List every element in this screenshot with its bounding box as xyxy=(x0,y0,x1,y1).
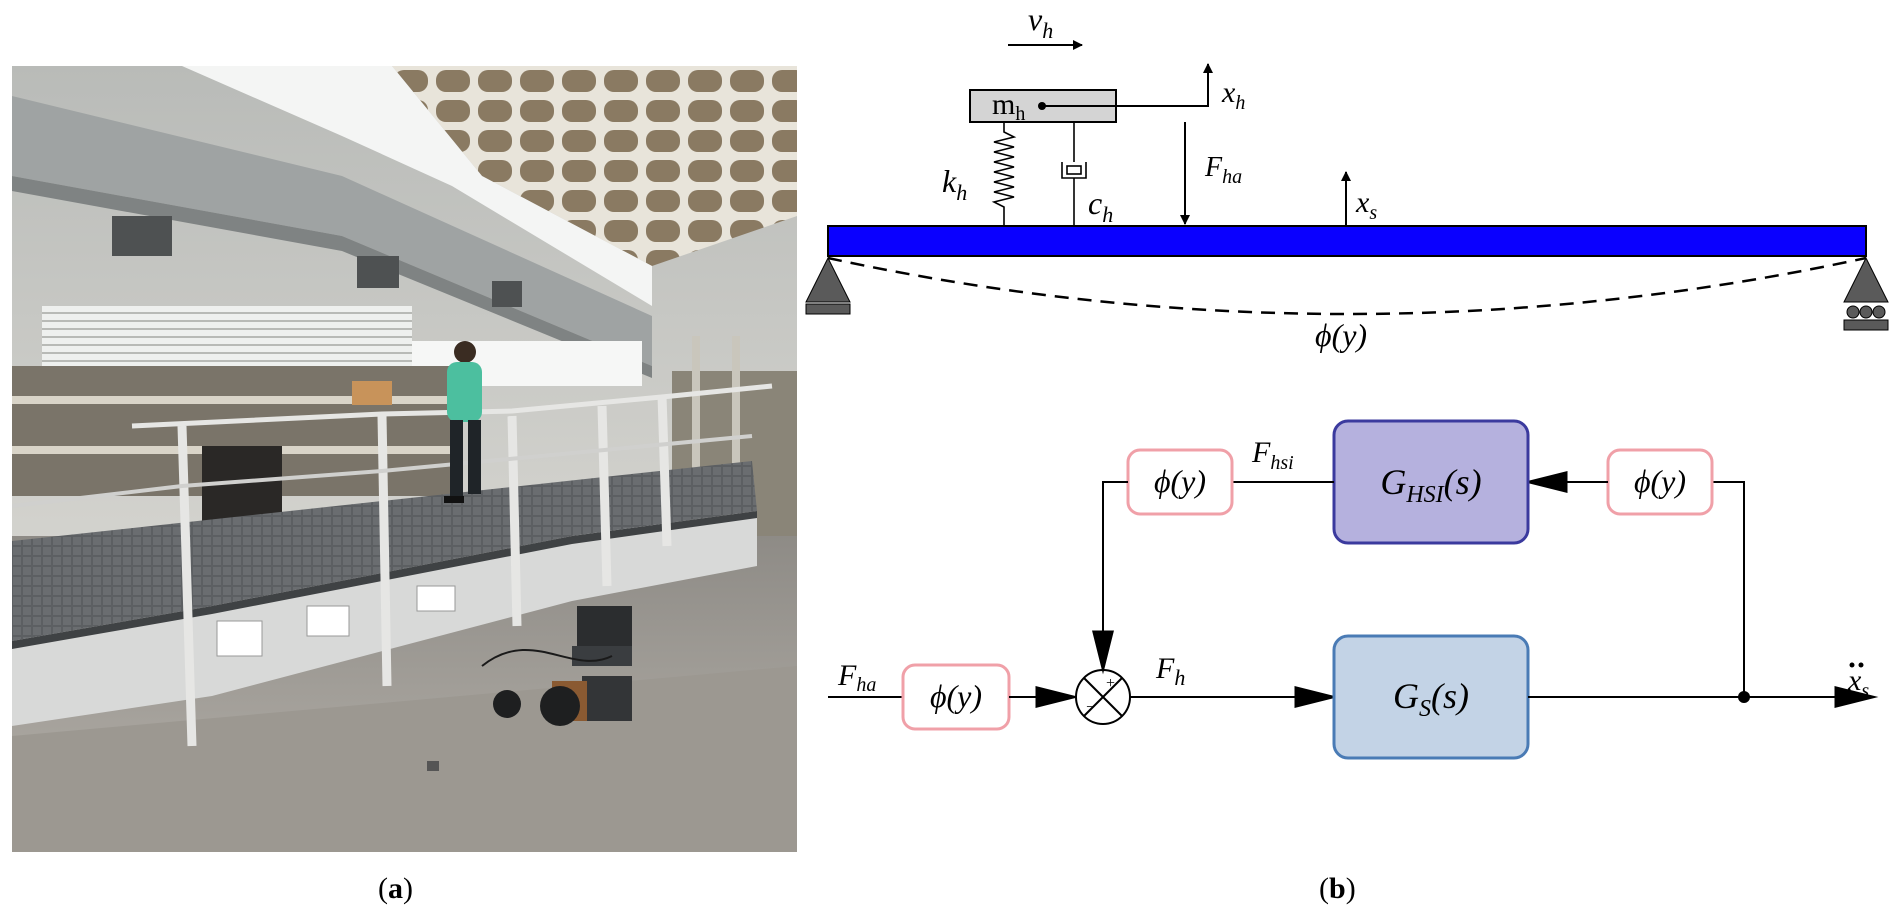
svg-text:xs: xs xyxy=(1847,664,1869,702)
caption-b: (b) xyxy=(1319,872,1356,905)
feedback-gain-right-label: ϕ(y) xyxy=(1634,463,1686,499)
input-label: Fha xyxy=(837,659,876,696)
feedback-branch-line xyxy=(1712,481,1745,697)
mode-shape-curve xyxy=(827,256,1867,316)
spring xyxy=(991,122,1017,226)
beam-model: vh mh xh kh ch Fha xs xyxy=(805,1,1889,353)
sum-output-label: Fh xyxy=(1155,652,1185,690)
velocity-label: vh xyxy=(1028,1,1053,43)
caption-a: (a) xyxy=(378,872,413,905)
mode-shape-label: ϕ(y) xyxy=(1315,317,1367,353)
damper xyxy=(1061,122,1087,226)
output-label: xs xyxy=(1847,662,1869,702)
beam xyxy=(827,225,1867,257)
feedback-gain-left-label: ϕ(y) xyxy=(1154,463,1206,499)
roller-support xyxy=(1843,256,1889,331)
hsi-block-label: GHSI(s) xyxy=(1380,462,1481,508)
feedback-force-label: Fhsi xyxy=(1251,436,1294,474)
pin-support xyxy=(805,256,851,315)
feedback-to-sum-arrow xyxy=(1092,481,1128,675)
damper-label: ch xyxy=(1088,185,1113,227)
force-label: Fha xyxy=(1204,152,1242,188)
input-gain-label: ϕ(y) xyxy=(930,678,982,714)
mass-disp-line xyxy=(1042,63,1213,107)
summing-minus-sign: − xyxy=(1086,699,1095,716)
beam-disp-label: xs xyxy=(1355,186,1377,224)
mass-label: mh xyxy=(992,88,1025,125)
hsi-schematic-and-block-diagram: vh mh xh kh ch Fha xs xyxy=(805,1,1889,760)
block-diagram: Fha ϕ(y) + − Fh GS(s) xs ϕ(y) xyxy=(828,419,1879,760)
spring-label: kh xyxy=(942,163,967,205)
summing-plus-sign: + xyxy=(1106,675,1115,692)
summing-junction: + − xyxy=(1075,669,1131,725)
structure-block-label: GS(s) xyxy=(1393,676,1469,722)
mass-disp-label: xh xyxy=(1221,76,1245,114)
lab-footbridge-photo xyxy=(12,66,797,852)
